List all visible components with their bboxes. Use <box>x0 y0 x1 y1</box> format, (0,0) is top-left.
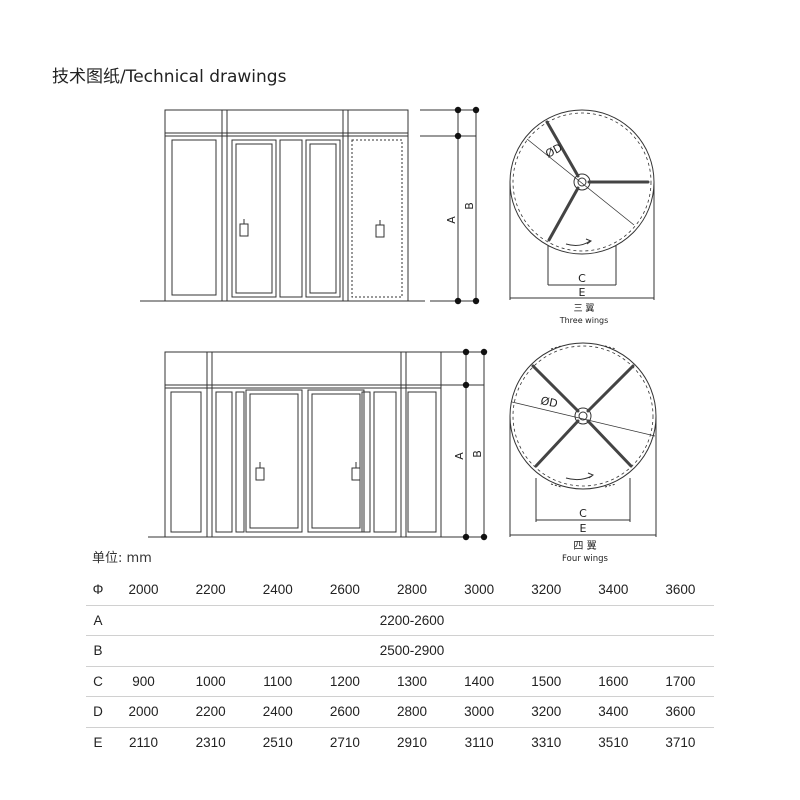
table-cell: 2600 <box>311 575 379 606</box>
table-cell: 3510 <box>598 734 629 750</box>
three-wings-cn: 三 翼 <box>574 303 595 314</box>
label-b-top: B <box>463 202 476 210</box>
four-wing-blades <box>531 364 635 468</box>
table-row: E 2110 2310 2510 2710 2910 3110 3310 3510 3710 <box>86 727 714 757</box>
table-cell: 3000 <box>445 575 513 606</box>
table-cell: 2400 <box>244 575 312 606</box>
label-e-bottom: E <box>580 522 587 535</box>
four-wings-en: Four wings <box>562 554 608 564</box>
page-title: 技术图纸/Technical drawings <box>52 67 287 87</box>
plan-four-wings <box>509 342 657 537</box>
table-cell: 3400 <box>579 696 647 728</box>
table-cell: 2800 <box>378 575 446 606</box>
table-cell: 3600 <box>646 575 714 606</box>
table-cell: 3600 <box>646 696 714 728</box>
table-cell: 2310 <box>195 734 226 750</box>
label-e-top: E <box>579 286 586 299</box>
table-cell: 3110 <box>464 734 494 750</box>
row-label: E <box>93 734 103 750</box>
table-cell: 2200-2600 <box>110 605 714 636</box>
label-a-top: A <box>445 216 458 224</box>
table-cell: 2500-2900 <box>110 635 714 667</box>
table-cell: 2400 <box>244 696 312 728</box>
table-cell: 2510 <box>262 734 293 750</box>
table-cell: 3400 <box>579 575 647 606</box>
plan-three-wings <box>509 109 655 300</box>
row-label: Φ <box>86 575 110 606</box>
table-cell: 3200 <box>512 696 580 728</box>
table-cell: 1700 <box>646 666 714 697</box>
label-a-bottom: A <box>453 452 466 460</box>
unit-label: 单位: mm <box>92 551 152 566</box>
table-cell: 1100 <box>244 666 312 697</box>
dimension-ab-bottom <box>440 351 485 538</box>
table-cell: 2600 <box>311 696 379 728</box>
label-c-bottom: C <box>579 507 587 520</box>
table-cell: 2000 <box>110 696 178 728</box>
table-cell: 3310 <box>531 734 562 750</box>
table-cell: 2910 <box>396 734 428 750</box>
label-b-bottom: B <box>471 450 484 458</box>
row-label: A <box>86 605 110 636</box>
row-label: B <box>86 635 110 667</box>
table-cell: 2800 <box>378 696 446 728</box>
table-cell: 2200 <box>177 575 245 606</box>
table-cell: 1300 <box>378 666 446 697</box>
table-cell: 1600 <box>579 666 647 697</box>
dimension-dots-top <box>454 106 480 305</box>
four-wings-cn: 四 翼 <box>573 540 596 552</box>
table-cell: 3710 <box>665 734 696 750</box>
front-view-four-wings <box>148 351 458 538</box>
table-cell: 1500 <box>512 666 580 697</box>
dimension-dots-bottom <box>462 348 488 541</box>
label-c-top: C <box>578 272 586 285</box>
three-wings-en: Three wings <box>559 316 609 325</box>
label-d-bottom: ØD <box>539 394 558 410</box>
table-cell: 3200 <box>512 575 580 606</box>
table-cell: 2200 <box>177 696 245 728</box>
front-view-three-wings <box>140 109 425 302</box>
table-cell: 1200 <box>311 666 379 697</box>
row-label: D <box>86 696 110 728</box>
table-cell: 3000 <box>445 696 513 728</box>
table-cell: 900 <box>110 666 178 697</box>
row-label: C <box>86 666 110 697</box>
three-wing-blades <box>545 120 650 242</box>
table-cell: 1400 <box>445 666 513 697</box>
table-cell: 2710 <box>329 734 360 750</box>
table-cell: 2110 <box>129 734 159 750</box>
table-cell: 1000 <box>177 666 245 697</box>
dimension-ab-top <box>420 109 477 302</box>
table-cell: 2000 <box>110 575 178 606</box>
